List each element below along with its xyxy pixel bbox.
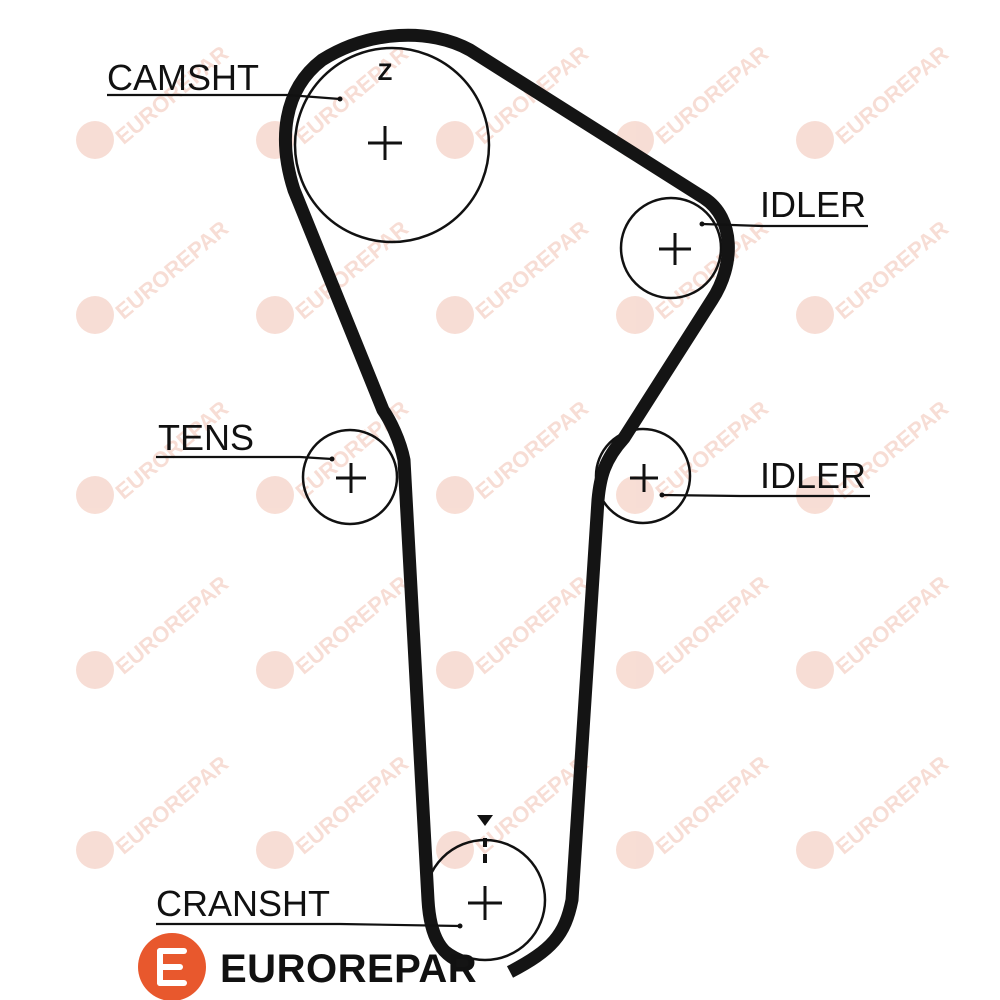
labels: CAMSHT IDLER TENS IDLER CRANSHT Z bbox=[107, 57, 866, 924]
watermark-text: EUROREPAR bbox=[111, 751, 234, 860]
watermark-logo-icon bbox=[76, 651, 114, 689]
watermark-logo-icon bbox=[76, 121, 114, 159]
watermark-text: EUROREPAR bbox=[471, 396, 594, 505]
center-marks bbox=[336, 126, 691, 920]
idler-top-center-icon bbox=[659, 233, 691, 265]
timing-belt bbox=[279, 28, 735, 978]
watermark-text: EUROREPAR bbox=[471, 571, 594, 680]
watermark-tile: EUROREPAR bbox=[76, 216, 233, 334]
watermark-tile: EUROREPAR bbox=[796, 571, 953, 689]
watermark-text: EUROREPAR bbox=[651, 751, 774, 860]
watermark-logo-icon bbox=[796, 296, 834, 334]
camshaft-center-icon bbox=[368, 126, 402, 160]
watermark-tile: EUROREPAR bbox=[796, 751, 953, 869]
tensioner-leader bbox=[156, 455, 333, 461]
watermark-tile: EUROREPAR bbox=[436, 216, 593, 334]
crankshaft-center-icon bbox=[468, 886, 502, 920]
idler-bottom-leader bbox=[661, 493, 870, 498]
idler-bottom-center-icon bbox=[630, 464, 658, 492]
pulleys bbox=[293, 46, 723, 962]
watermark-logo-icon bbox=[436, 651, 474, 689]
watermark-tile: EUROREPAR bbox=[436, 41, 593, 159]
watermark-logo-icon bbox=[616, 831, 654, 869]
leader-lines bbox=[107, 93, 870, 929]
watermark-logo-icon bbox=[796, 121, 834, 159]
watermark-tile: EUROREPAR bbox=[76, 751, 233, 869]
watermark-text: EUROREPAR bbox=[651, 396, 774, 505]
watermark-tile: EUROREPAR bbox=[76, 571, 233, 689]
watermark-tile: EUROREPAR bbox=[436, 396, 593, 514]
watermark-text: EUROREPAR bbox=[831, 41, 954, 150]
brand-name: EUROREPAR bbox=[220, 947, 477, 991]
watermark-logo-icon bbox=[796, 831, 834, 869]
camshaft-label: CAMSHT bbox=[107, 57, 259, 98]
watermark-tile: EUROREPAR bbox=[796, 41, 953, 159]
watermark-tile: EUROREPAR bbox=[616, 571, 773, 689]
watermark-text: EUROREPAR bbox=[831, 571, 954, 680]
watermark-logo-icon bbox=[436, 476, 474, 514]
watermark-tile: EUROREPAR bbox=[256, 571, 413, 689]
watermark-text: EUROREPAR bbox=[651, 41, 774, 150]
watermark-logo-icon bbox=[256, 476, 294, 514]
tensioner-label: TENS bbox=[158, 417, 254, 458]
watermark-text: EUROREPAR bbox=[291, 751, 414, 860]
timing-triangle-icon bbox=[477, 815, 493, 826]
watermark-tile: EUROREPAR bbox=[436, 571, 593, 689]
watermark-logo-icon bbox=[256, 831, 294, 869]
tensioner-pulley bbox=[301, 428, 399, 526]
brand-logo: EUROREPAR bbox=[138, 933, 477, 1000]
crankshaft-leader bbox=[156, 922, 461, 928]
crankshaft-label: CRANSHT bbox=[156, 883, 330, 924]
watermark-logo-icon bbox=[436, 296, 474, 334]
watermark-logo-icon bbox=[76, 831, 114, 869]
crankshaft-timing-mark bbox=[477, 815, 493, 865]
watermark-tile: EUROREPAR bbox=[796, 216, 953, 334]
watermark-text: EUROREPAR bbox=[291, 571, 414, 680]
watermark-logo-icon bbox=[256, 651, 294, 689]
watermark-text: EUROREPAR bbox=[471, 216, 594, 325]
watermark-tile: EUROREPAR bbox=[616, 751, 773, 869]
watermark-text: EUROREPAR bbox=[831, 216, 954, 325]
idler-bottom-label: IDLER bbox=[760, 455, 866, 496]
watermark-text: EUROREPAR bbox=[831, 751, 954, 860]
watermark-text: EUROREPAR bbox=[111, 571, 234, 680]
watermark-logo-icon bbox=[616, 296, 654, 334]
watermark-tile: EUROREPAR bbox=[256, 751, 413, 869]
camshaft-leader bbox=[107, 93, 341, 101]
watermark-logo-icon bbox=[616, 651, 654, 689]
watermark-logo-icon bbox=[76, 296, 114, 334]
watermark-logo-icon bbox=[256, 296, 294, 334]
watermark-text: EUROREPAR bbox=[651, 571, 774, 680]
idler-top-pulley bbox=[619, 196, 723, 300]
watermark-text: EUROREPAR bbox=[111, 216, 234, 325]
timing-mark-label: Z bbox=[378, 59, 393, 86]
watermark-tile: EUROREPAR bbox=[616, 41, 773, 159]
watermark-logo-icon bbox=[616, 476, 654, 514]
camshaft-pulley bbox=[293, 46, 491, 244]
watermark-logo-icon bbox=[436, 831, 474, 869]
watermark-logo-icon bbox=[436, 121, 474, 159]
tensioner-center-icon bbox=[336, 463, 366, 493]
watermark-logo-icon bbox=[796, 651, 834, 689]
idler-top-label: IDLER bbox=[760, 184, 866, 225]
watermark-logo-icon bbox=[76, 476, 114, 514]
idler-top-leader bbox=[701, 222, 868, 228]
